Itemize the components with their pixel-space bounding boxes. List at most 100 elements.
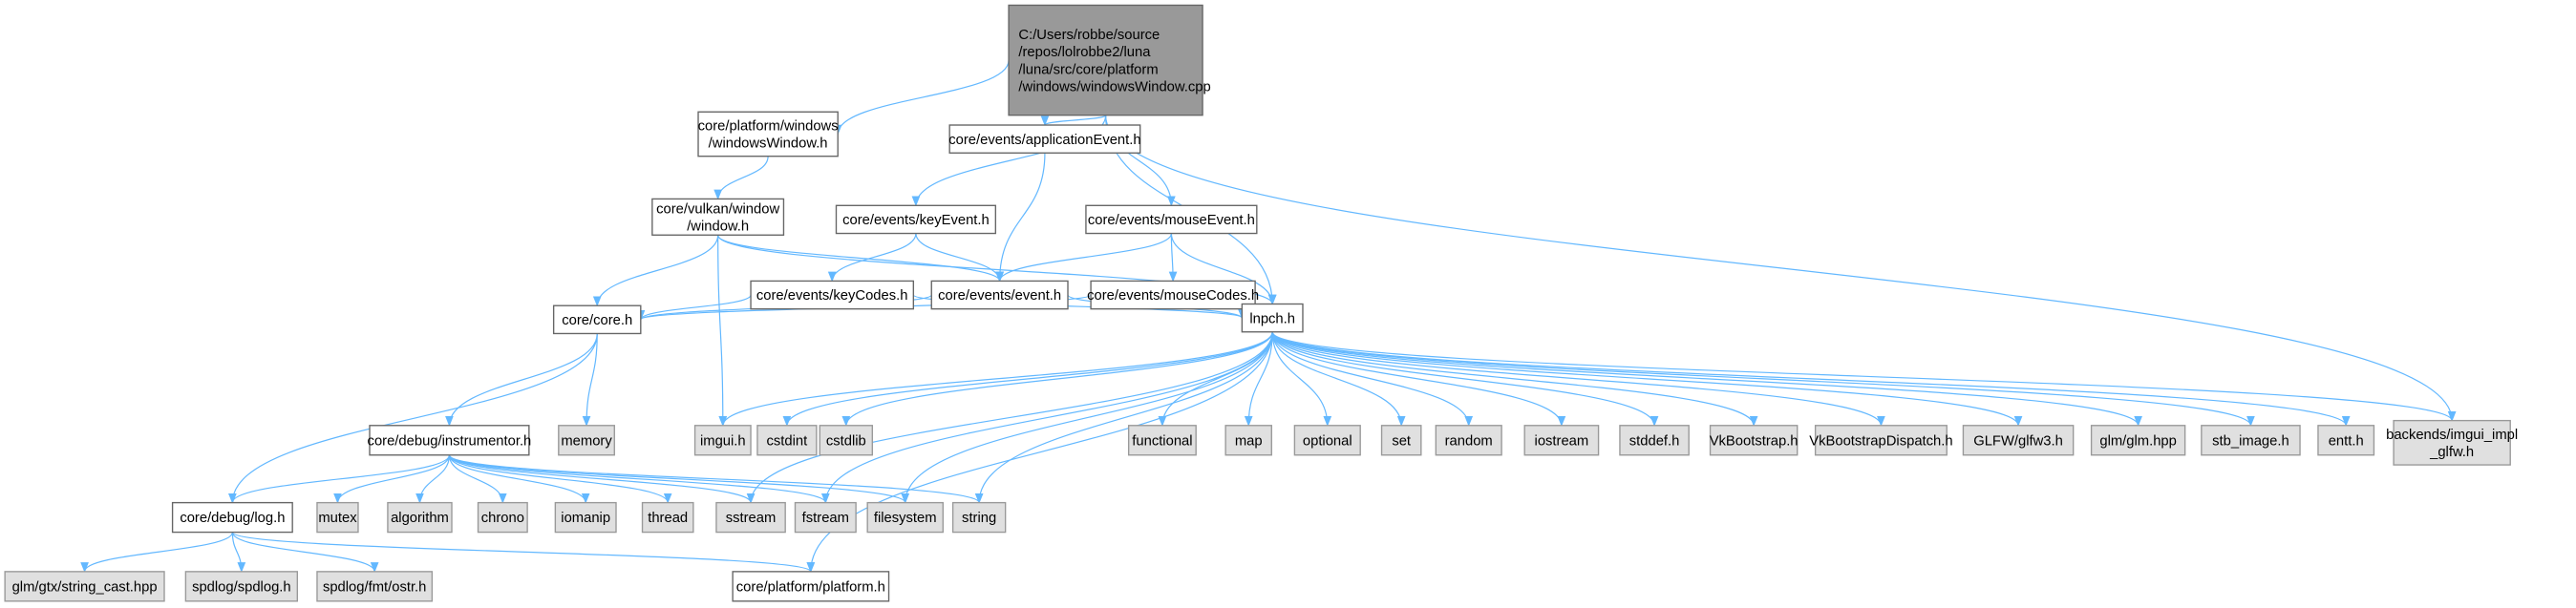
edge-window-to-imgui <box>717 235 728 427</box>
node-iostream: iostream <box>1523 425 1600 456</box>
node-label: VkBootstrapDispatch.h <box>1809 433 1952 449</box>
node-appev[interactable]: core/events/applicationEvent.h <box>948 124 1141 154</box>
node-winh[interactable]: core/platform/windows/windowsWindow.h <box>697 111 839 157</box>
node-box <box>1241 303 1304 333</box>
node-root[interactable]: C:/Users/robbe/source/repos/lolrobbe2/lu… <box>1008 4 1211 116</box>
node-box <box>2393 419 2511 466</box>
node-box <box>794 501 857 534</box>
node-box <box>1814 425 1948 456</box>
edge-mouseev-to-event <box>995 233 1172 283</box>
node-functional: functional <box>1127 425 1197 456</box>
node-instr[interactable]: core/debug/instrumentor.h <box>368 425 532 456</box>
node-box <box>697 111 839 157</box>
node-sstream: sstream <box>715 501 786 534</box>
node-box <box>1962 425 2075 456</box>
node-spdlog: spdlog/spdlog.h <box>184 571 299 602</box>
node-mutex: mutex <box>316 501 359 534</box>
edge-root-to-winh <box>833 60 1010 136</box>
node-label: core/debug/instrumentor.h <box>368 433 532 449</box>
node-window[interactable]: core/vulkan/window/window.h <box>651 198 785 236</box>
edge-lnpch-to-vkbd <box>1271 331 1885 427</box>
edge-core-to-memory <box>582 333 598 427</box>
edge-lnpch-to-string <box>974 331 1273 504</box>
node-label: set <box>1392 433 1411 449</box>
node-label: iomanip <box>561 511 610 526</box>
node-label: map <box>1235 433 1263 449</box>
edge-lnpch-to-set <box>1271 331 1406 427</box>
node-label: memory <box>561 433 612 449</box>
node-label: backends/imgui_impl <box>2386 428 2518 443</box>
node-box <box>819 425 874 456</box>
node-mouseev[interactable]: core/events/mouseEvent.h <box>1085 204 1258 235</box>
edge-lnpch-to-sstream <box>746 331 1273 504</box>
edge-keyev-to-event <box>915 233 1004 283</box>
node-box <box>732 571 890 602</box>
edge-instr-to-algorithm <box>415 454 451 504</box>
edge-lnpch-to-filesystem <box>901 331 1273 504</box>
node-label: functional <box>1132 433 1192 449</box>
node-label: core/events/applicationEvent.h <box>948 133 1140 148</box>
node-label: chrono <box>481 511 524 526</box>
node-box <box>1127 425 1197 456</box>
node-log[interactable]: core/debug/log.h <box>171 501 293 534</box>
node-box <box>2090 425 2186 456</box>
edge-keyev-to-keycodes <box>827 233 917 283</box>
node-label: string <box>962 511 996 526</box>
node-label: /repos/lolrobbe2/luna <box>1018 45 1151 60</box>
node-label: core/platform/platform.h <box>736 580 885 596</box>
edge-instr-to-thread <box>448 454 672 504</box>
edge-window-to-core <box>592 235 719 307</box>
edge-instr-to-log <box>228 454 451 504</box>
node-label: thread <box>648 511 688 526</box>
edge-lnpch-to-cstdint <box>782 331 1273 427</box>
node-glm: glm/glm.hpp <box>2090 425 2186 456</box>
edge-instr-to-string <box>448 454 984 504</box>
node-label: iostream <box>1535 433 1589 449</box>
edge-lnpch-to-iostream <box>1271 331 1566 427</box>
edge-mouseev-to-lnpch <box>1170 233 1277 305</box>
edge-lnpch-to-vkb <box>1271 331 1758 427</box>
node-event[interactable]: core/events/event.h <box>930 280 1069 310</box>
node-label: C:/Users/robbe/source <box>1018 28 1160 43</box>
node-label: core/events/event.h <box>938 288 1061 304</box>
node-box <box>750 280 915 310</box>
node-label: /luna/src/core/platform <box>1018 62 1158 77</box>
node-lnpch[interactable]: lnpch.h <box>1241 303 1304 333</box>
node-keycodes[interactable]: core/events/keyCodes.h <box>750 280 915 310</box>
node-keyev[interactable]: core/events/keyEvent.h <box>835 204 997 235</box>
node-label: spdlog/fmt/ostr.h <box>323 580 426 596</box>
edge-lnpch-to-stb <box>1271 331 2255 427</box>
node-platform[interactable]: core/platform/platform.h <box>732 571 890 602</box>
node-box <box>558 425 615 456</box>
edge-lnpch-to-entt <box>1271 331 2351 427</box>
node-optional: optional <box>1293 425 1361 456</box>
node-label: lnpch.h <box>1249 311 1295 326</box>
node-box <box>1293 425 1361 456</box>
node-box <box>866 501 944 534</box>
node-core[interactable]: core/core.h <box>552 304 642 335</box>
node-glfw: GLFW/glfw3.h <box>1962 425 2075 456</box>
node-box <box>184 571 299 602</box>
edge-log-to-gtx <box>80 532 233 573</box>
node-label: /window.h <box>687 220 749 235</box>
node-box <box>316 501 359 534</box>
node-iomanip: iomanip <box>554 501 617 534</box>
node-box <box>1435 425 1502 456</box>
edge-instr-to-mutex <box>333 454 451 504</box>
node-label: core/events/mouseEvent.h <box>1088 213 1255 228</box>
node-box <box>1090 280 1256 310</box>
node-label: core/platform/windows <box>698 119 839 135</box>
node-stb: stb_image.h <box>2201 425 2301 456</box>
node-box <box>1523 425 1600 456</box>
node-box <box>369 425 530 456</box>
edge-lnpch-to-map <box>1244 331 1273 427</box>
edge-lnpch-to-functional <box>1158 331 1273 427</box>
edge-log-to-platform <box>231 532 815 573</box>
edge-instr-to-chrono <box>448 454 507 504</box>
node-box <box>948 124 1141 154</box>
node-label: entt.h <box>2329 433 2364 449</box>
node-box <box>1619 425 1690 456</box>
node-box <box>651 198 785 236</box>
node-mousecodes[interactable]: core/events/mouseCodes.h <box>1087 280 1259 310</box>
